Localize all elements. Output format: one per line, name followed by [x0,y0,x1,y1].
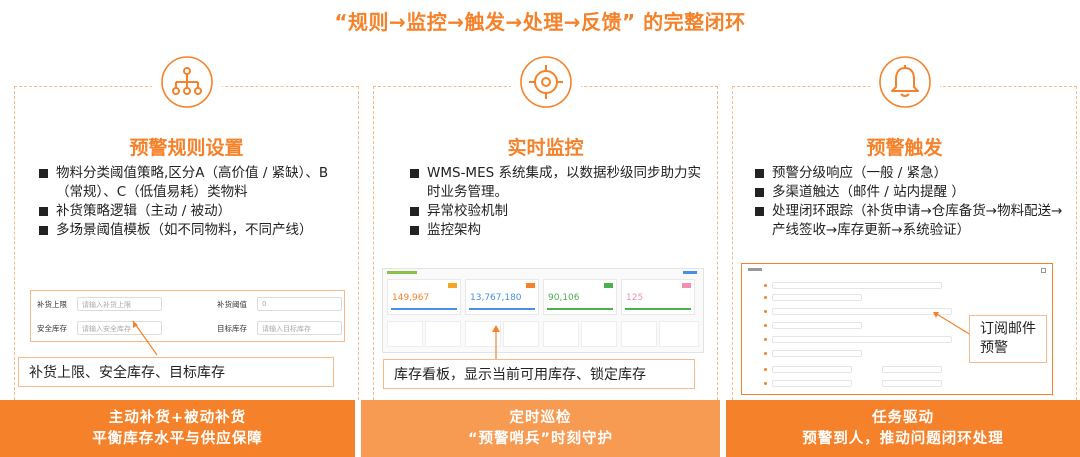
inventory-dashboard: 149,967 13,767,180 90,106 125 [382,268,704,353]
caption-box: 库存看板，显示当前可用库存、锁定库存 [383,359,695,389]
stat-value: 90,106 [548,293,580,303]
page-title: “规则→监控→触发→处理→反馈” 的完整闭环 [334,10,746,34]
pointer-arrow [933,312,972,336]
footer-banner: 主动补货+被动补货 平衡库存水平与供应保障 [0,400,355,457]
list-item: 补货策略逻辑（主动 / 被动） [39,202,339,221]
field-label: 安全库存 [37,323,67,333]
bullet-list: 物料分类阈值策略,区分A（高价值 / 紧缺）、B（常规）、C（低值易耗）类物料 … [39,164,339,240]
threshold-form: 补货上限 请输入补货上限 补货阈值 0 安全库存 请输入安全库存 目标库存 请输… [30,290,345,342]
bullet-list: 预警分级响应（一般 / 紧急） 多渠道触达（邮件 / 站内提醒 ） 处理闭环跟踪… [755,164,1071,240]
stat-card: 13,767,180 [465,279,539,315]
list-item: 预警分级响应（一般 / 紧急） [755,164,1071,183]
replenish-limit-input[interactable]: 请输入补货上限 [77,297,162,311]
list-item: 异常校验机制 [410,202,710,221]
stat-value: 125 [626,293,644,303]
list-item: 多渠道触达（邮件 / 站内提醒 ） [755,183,1071,202]
callout-box: 订阅邮件预警 [969,315,1047,363]
safety-stock-input[interactable]: 请输入安全库存 [77,321,162,335]
caption-box: 补货上限、安全库存、目标库存 [18,357,334,387]
pointer-arrow [132,320,158,356]
column-rule-setting: 预警规则设置 物料分类阈值策略,区分A（高价值 / 紧缺）、B（常规）、C（低值… [14,47,359,400]
field-label: 补货上限 [37,299,67,309]
list-item: 处理闭环跟踪（补货申请→仓库备货→物料配送→产线签收→库存更新→系统验证） [755,202,1071,240]
footer-banner: 任务驱动 预警到人，推动问题闭环处理 [726,400,1080,457]
pointer-arrow [492,325,500,359]
list-item: 多场景阈值模板（如不同物料，不同产线） [39,221,339,240]
field-label: 目标库存 [217,323,247,333]
replenish-threshold-input[interactable]: 0 [257,297,342,311]
footer-line: 预警到人，推动问题闭环处理 [802,431,1004,447]
target-stock-input[interactable]: 请输入目标库存 [257,321,342,335]
footer-line: “预警哨兵”时刻守护 [467,431,614,447]
column-title: 预警触发 [866,137,943,159]
list-item: 物料分类阈值策略,区分A（高价值 / 紧缺）、B（常规）、C（低值易耗）类物料 [39,164,339,202]
footer-line: 平衡库存水平与供应保障 [92,431,263,447]
stat-value: 13,767,180 [470,293,522,303]
list-item: 监控架构 [410,221,710,240]
column-title: 实时监控 [507,137,584,159]
bullet-list: WMS-MES 系统集成，以数据秒级同步助力实时业务管理。 异常校验机制 监控架… [410,164,710,240]
field-label: 补货阈值 [217,299,247,309]
bell-icon [869,47,940,117]
list-item: WMS-MES 系统集成，以数据秒级同步助力实时业务管理。 [410,164,710,202]
hierarchy-icon [151,47,222,117]
stat-card: 149,967 [387,279,461,315]
column-alert-trigger: 预警触发 预警分级响应（一般 / 紧急） 多渠道触达（邮件 / 站内提醒 ） 处… [732,47,1077,400]
footer-line: 任务驱动 [872,410,934,426]
stat-card: 125 [621,279,695,315]
column-title: 预警规则设置 [129,137,244,159]
footer-banner: 定时巡检 “预警哨兵”时刻守护 [361,400,720,457]
footer-line: 主动补货+被动补货 [108,410,247,426]
stat-card: 90,106 [543,279,617,315]
footer-line: 定时巡检 [509,410,572,426]
target-icon [510,47,581,117]
stat-value: 149,967 [392,293,430,303]
column-realtime-monitor: 实时监控 WMS-MES 系统集成，以数据秒级同步助力实时业务管理。 异常校验机… [373,47,718,400]
